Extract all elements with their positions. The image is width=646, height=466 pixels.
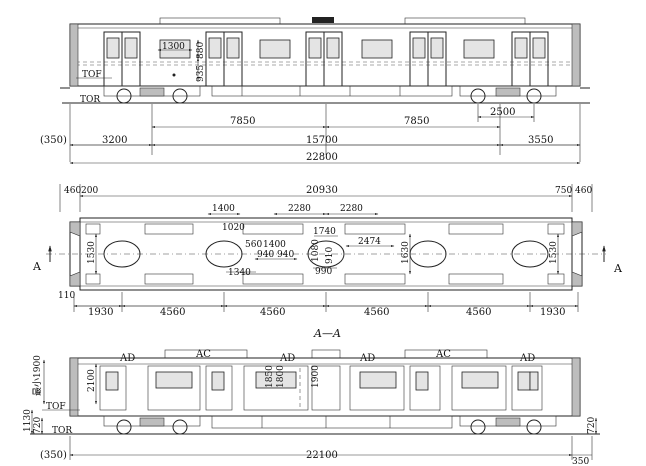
dim-window-width: 1300	[162, 42, 185, 52]
dim-350-paren: (350)	[40, 135, 67, 146]
dim-720-left: 720	[33, 417, 43, 434]
dim-7850-right: 7850	[404, 116, 429, 127]
dim-15700: 15700	[306, 135, 338, 146]
dim-350-paren-section: (350)	[40, 450, 67, 461]
section-marker-left: A	[32, 260, 42, 273]
car-body	[69, 23, 581, 87]
dim-4560-d: 4560	[466, 307, 491, 318]
dim-2500: 2500	[490, 107, 515, 118]
dim-22100: 22100	[306, 450, 338, 461]
dim-720-right: 720	[587, 417, 597, 434]
dim-1080: 1080	[311, 239, 321, 262]
roof-unit	[159, 17, 281, 25]
end-gangway	[69, 23, 79, 87]
dim-1740: 1740	[313, 227, 336, 237]
section-title: A—A	[313, 327, 341, 340]
underframe-equipment	[211, 85, 453, 97]
dim-1020: 1020	[222, 223, 245, 233]
dim-2474: 2474	[358, 237, 381, 247]
dim-4560-a: 4560	[160, 307, 185, 318]
tof-label-section: TOF	[46, 402, 66, 412]
tor-label: TOR	[80, 95, 100, 105]
end-gangway	[571, 23, 581, 87]
dim-3200: 3200	[102, 135, 127, 146]
dim-22800: 22800	[306, 152, 338, 163]
tof-label: TOF	[82, 70, 102, 80]
section-body	[69, 357, 581, 417]
section-marker-right: A	[613, 262, 623, 275]
dim-window-height: 880	[196, 42, 206, 59]
dim-1530-right: 1530	[549, 241, 559, 264]
dim-1530-left: 1530	[87, 241, 97, 264]
dim-750: 750	[555, 186, 572, 196]
dim-460-left: 460	[64, 186, 81, 196]
seats	[85, 223, 565, 285]
dim-1900: 1900	[311, 365, 321, 388]
dim-1340: 1340	[228, 268, 251, 278]
dim-990: 990	[315, 267, 332, 277]
dim-1400-top: 1400	[212, 204, 235, 214]
dim-1930-right: 1930	[540, 307, 565, 318]
plan-view: 460 200 20930 750 460	[32, 184, 623, 340]
roof-unit	[404, 17, 526, 25]
dim-2280-left: 2280	[288, 204, 311, 214]
dim-460-right: 460	[575, 186, 592, 196]
dim-1130: 1130	[23, 409, 33, 432]
dim-4560-b: 4560	[260, 307, 285, 318]
section-view: AD AC AD AD AC AD	[23, 349, 600, 466]
tor-label-section: TOR	[52, 426, 72, 436]
dim-910: 910	[325, 247, 335, 264]
dim-560: 560	[245, 240, 262, 250]
dim-1630: 1630	[401, 241, 411, 264]
dim-min-1900: 最小1900	[32, 355, 43, 396]
bogie-right	[459, 85, 557, 104]
dim-200: 200	[81, 186, 98, 196]
dim-110: 110	[58, 291, 75, 301]
dim-sill-height: 935	[196, 65, 206, 82]
dim-7850-left: 7850	[230, 116, 255, 127]
ac-label-1: AC	[195, 349, 211, 360]
section-bogie-right	[459, 415, 557, 435]
dim-20930: 20930	[306, 185, 338, 196]
door-windows	[106, 37, 546, 59]
section-windows	[105, 371, 539, 391]
pantograph-base	[312, 17, 334, 23]
dim-350-right: 350	[572, 457, 589, 466]
side-windows	[159, 39, 495, 59]
top-elevation: 1300 880 935 TOF TOR	[40, 17, 590, 165]
dim-1400-mid: 1400	[263, 240, 286, 250]
dim-940-right: 940	[277, 250, 294, 260]
section-bogie-left	[103, 415, 201, 435]
vestibules	[103, 240, 549, 268]
dim-940-left: 940	[257, 250, 274, 260]
bogie-left	[103, 85, 201, 104]
ac-label-2: AC	[435, 349, 451, 360]
dim-1930-left: 1930	[88, 307, 113, 318]
dim-1800: 1800	[276, 365, 286, 388]
dim-2280-right: 2280	[340, 204, 363, 214]
dim-1850: 1850	[265, 365, 275, 388]
dim-4560-c: 4560	[364, 307, 389, 318]
dim-2100: 2100	[87, 369, 97, 392]
dim-3550: 3550	[528, 135, 553, 146]
